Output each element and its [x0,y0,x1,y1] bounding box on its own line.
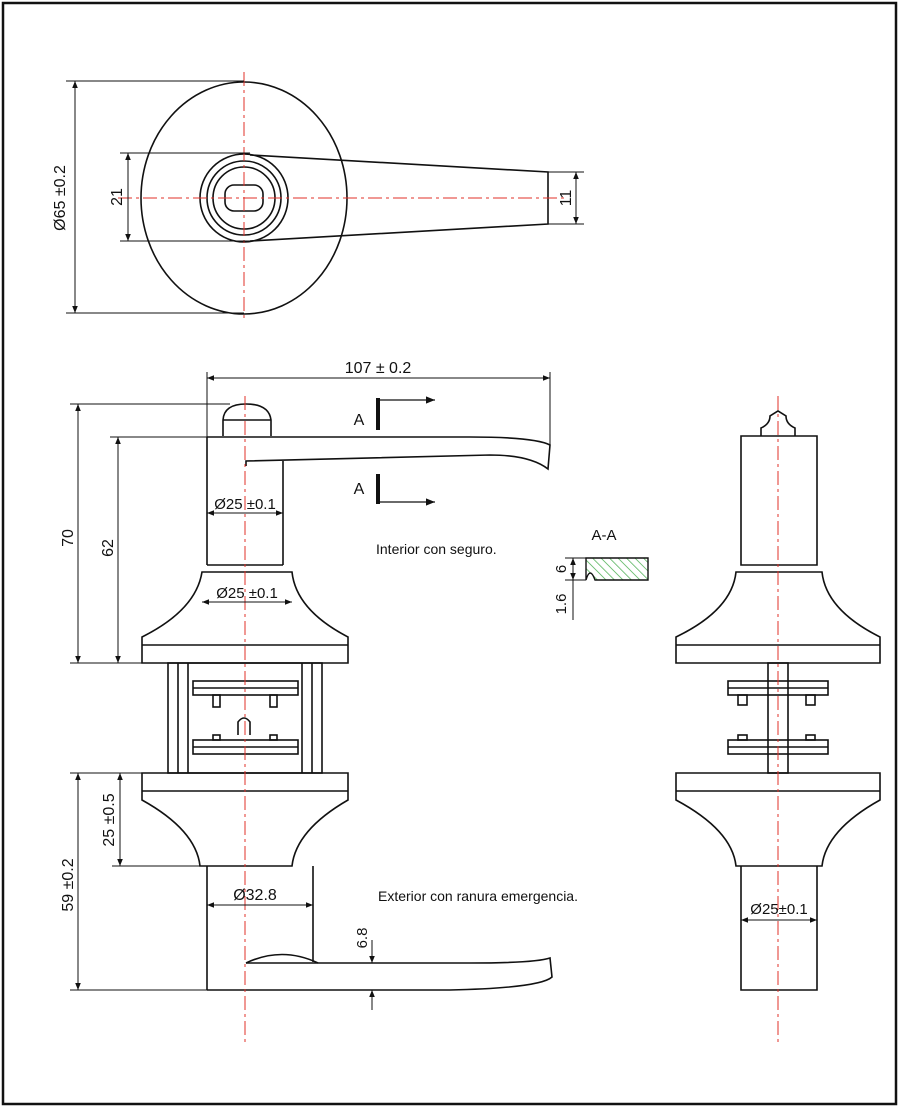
note-exterior: Exterior con ranura emergencia. [378,888,578,904]
interior-rose [141,571,349,664]
section-dimensions [565,557,586,620]
dim-section-offset: 1.6 [553,594,570,615]
lower-lever [207,956,553,991]
emergency-slot [245,953,319,964]
dim-exterior-rose: 25 ±0.5 [101,793,118,846]
side-exterior-neck [740,866,818,991]
dim-neck-diameter: Ø25 ±0.1 [214,496,276,513]
section-title: A-A [591,527,616,544]
dim-section-thickness: 6 [553,565,570,573]
top-view-centerlines [118,72,565,322]
side-button [760,410,796,436]
section-marker-arrows [376,396,435,506]
dim-lever-offset: 6.8 [354,928,371,949]
top-view-dimensions [66,80,584,314]
side-rose [675,571,881,664]
exterior-rose [141,772,349,867]
lock-button [222,403,272,436]
dim-rose-diameter: Ø25 ±0.1 [216,585,278,602]
note-interior: Interior con seguro. [376,541,497,557]
dim-side-neck-diameter: Ø25±0.1 [750,901,807,918]
dim-exterior-height: 59 ±0.2 [60,858,77,911]
dim-height-inner: 62 [100,539,117,557]
section-profile [585,557,649,581]
side-exterior-rose [675,772,881,867]
spindle-slot [237,717,251,735]
exterior-neck [206,866,314,990]
dim-top-diameter: Ø65 ±0.2 [52,165,69,231]
upper-lever [207,436,551,471]
dim-height-total: 70 [60,529,77,547]
dim-top-height: 21 [109,188,126,206]
section-marker-label-lower: A [354,481,365,498]
dim-length: 107 ± 0.2 [345,360,412,377]
dim-top-tip: 11 [558,190,575,207]
dim-exterior-diameter: Ø32.8 [233,887,277,904]
section-marker-label-upper: A [354,412,365,429]
front-view [141,403,553,991]
front-view-dimensions [70,372,551,1010]
side-neck [740,435,818,566]
